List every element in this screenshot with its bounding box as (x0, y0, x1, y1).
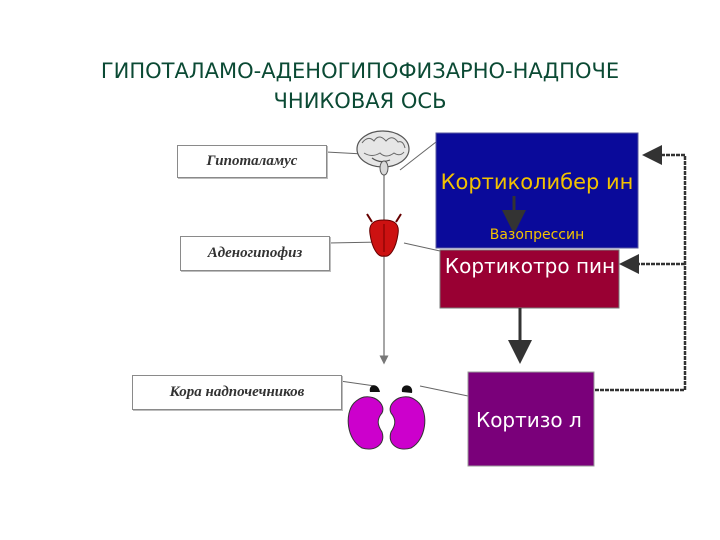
crh-label: Кортиколибер ин (440, 168, 634, 197)
crh-text: Кортиколибер ин (440, 170, 634, 194)
adrenal-to-cortisol-line (419, 385, 469, 397)
hypothalamus-label: Гипоталамус (177, 145, 327, 178)
brain-icon (356, 130, 410, 176)
vasopressin-text: Вазопрессин (489, 227, 585, 243)
cortisol-label: Кортизо л (476, 406, 586, 434)
adrenal-gland-icon (347, 385, 426, 450)
adenohypophysis-label: Аденогипофиз (180, 236, 330, 271)
acth-label: Кортикотро пин (444, 252, 616, 280)
hypothalamus-text: Гипоталамус (206, 153, 298, 169)
crh-box (435, 132, 639, 249)
acth-text: Кортикотро пин (444, 254, 616, 278)
cortisol-box (467, 371, 595, 467)
pituitary-icon (366, 213, 402, 257)
adrenal-cortex-text: Кора надпочечников (169, 384, 305, 400)
adenohypophysis-text: Аденогипофиз (207, 245, 303, 261)
adrenal-leader-line (339, 380, 376, 387)
negative-feedback-arrows (595, 145, 687, 392)
vasopressin-label: Вазопрессин (440, 226, 634, 244)
pituitary-to-acth-line (403, 242, 441, 252)
brain-to-crh-line (399, 141, 437, 171)
cortisol-text: Кортизо л (476, 408, 582, 432)
acth-box (439, 249, 620, 309)
adrenal-cortex-label: Кора надпочечников (132, 375, 342, 410)
page-title: ГИПОТАЛАМО-АДЕНОГИПОФИЗАРНО-НАДПОЧЕ ЧНИК… (100, 59, 620, 113)
